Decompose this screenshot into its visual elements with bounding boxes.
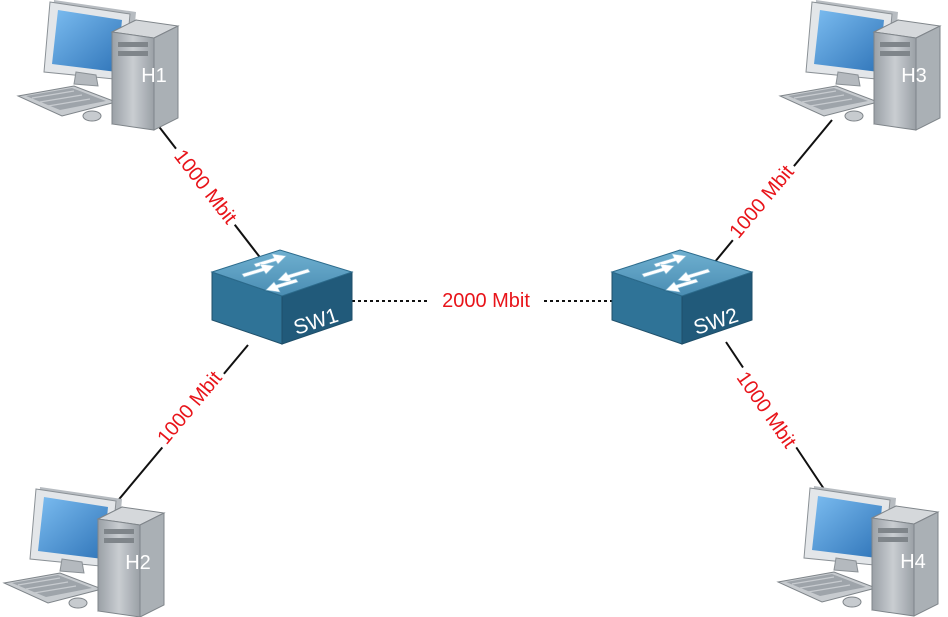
link-label-h3-sw2: 1000 Mbit <box>725 161 799 243</box>
host-label-h2: H2 <box>125 552 151 574</box>
host-label-h3: H3 <box>901 65 927 87</box>
link-h1-sw1: 1000 Mbit <box>149 114 263 261</box>
link-sw2-h4: 1000 Mbit <box>725 341 827 493</box>
link-label-h1-sw1: 1000 Mbit <box>169 146 241 229</box>
link-h2-sw1: 1000 Mbit <box>99 344 249 523</box>
network-switch-icon <box>611 249 753 345</box>
host-label-h4: H4 <box>900 551 926 573</box>
link-label-sw2-h4: 1000 Mbit <box>732 368 801 453</box>
switch-sw1: SW1 <box>211 249 353 345</box>
host-h2: H2 <box>3 486 165 617</box>
host-h4: H4 <box>777 485 939 617</box>
host-h3: H3 <box>779 0 941 131</box>
switch-sw2: SW2 <box>611 249 753 345</box>
link-label-h2-sw1: 1000 Mbit <box>153 367 227 449</box>
link-h3-sw2: 1000 Mbit <box>713 119 833 264</box>
host-h1: H1 <box>17 0 179 131</box>
link-sw1-sw2: 2000 Mbit <box>352 288 612 314</box>
host-label-h1: H1 <box>141 65 167 87</box>
network-switch-icon <box>211 249 353 345</box>
link-label-sw1-sw2: 2000 Mbit <box>442 290 530 312</box>
